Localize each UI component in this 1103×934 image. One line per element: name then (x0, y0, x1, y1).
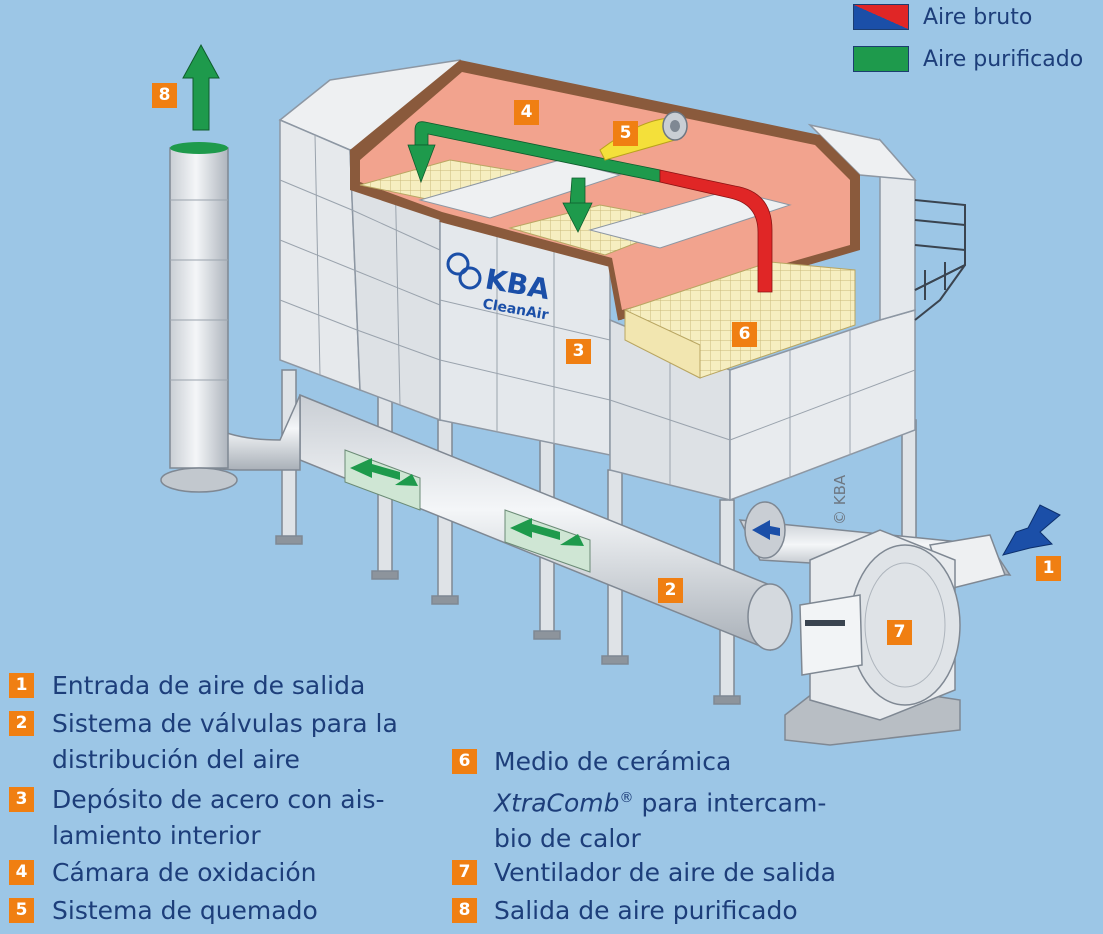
key-item-4-text: Cámara de oxidación (52, 858, 317, 887)
chamber-dividers (418, 159, 792, 321)
key-item-6-line2: XtraComb® para intercam- (494, 780, 826, 821)
key-item-1: Entrada de aire de salida (52, 668, 365, 704)
key-item-2-line2: distribución del aire (52, 745, 300, 774)
key-item-6-line2-rest: para intercam- (633, 788, 827, 818)
xtracomb-name: XtraComb (494, 788, 620, 818)
diagram-badge-5: 5 (613, 121, 638, 146)
platform-railing (914, 199, 966, 321)
legend-raw-air: Aire bruto (853, 4, 1032, 30)
copyright-text: © KBA (831, 474, 849, 525)
oxidation-chamber (350, 60, 860, 320)
diagram-badge-8: 8 (152, 83, 177, 108)
diagram-badge-1: 1 (1036, 556, 1061, 581)
outlet-arrow (182, 43, 220, 131)
diagram-badge-6: 6 (732, 322, 757, 347)
chamber-airflow (407, 121, 773, 293)
key-item-7: Ventilador de aire de salida (494, 855, 836, 891)
legend-purified-air: Aire purificado (853, 46, 1083, 72)
valve-airflow-arrows (350, 458, 584, 546)
housing-left (278, 59, 461, 422)
key-item-3-line2: lamiento interior (52, 821, 261, 850)
raw-air-swatch (853, 4, 909, 30)
inlet-arrow (1001, 504, 1061, 556)
key-item-1-text: Entrada de aire de salida (52, 671, 366, 700)
legend-raw-air-label: Aire bruto (923, 4, 1033, 30)
key-item-5-text: Sistema de quemado (52, 896, 318, 925)
key-item-6: Medio de cerámica XtraComb® para interca… (494, 744, 826, 857)
key-item-6-line1: Medio de cerámica (494, 747, 732, 776)
key-badge-8: 8 (452, 898, 477, 923)
exhaust-stack (160, 142, 301, 493)
key-item-2: Sistema de válvulas para la distribución… (52, 706, 398, 778)
key-badge-2: 2 (9, 711, 34, 736)
key-badge-4: 4 (9, 860, 34, 885)
key-item-8: Salida de aire purificado (494, 893, 798, 929)
key-item-5: Sistema de quemado (52, 893, 318, 929)
key-item-3: Depósito de acero con ais- lamiento inte… (52, 782, 385, 854)
key-item-4: Cámara de oxidación (52, 855, 316, 891)
diagram-badge-3: 3 (566, 339, 591, 364)
key-item-6-line3: bio de calor (494, 824, 641, 854)
diagram-badge-7: 7 (887, 620, 912, 645)
exhaust-fan (784, 529, 961, 746)
key-badge-1: 1 (9, 673, 34, 698)
key-badge-5: 5 (9, 898, 34, 923)
key-item-2-line1: Sistema de válvulas para la (52, 709, 398, 738)
key-item-8-text: Salida de aire purificado (494, 896, 798, 925)
purified-air-swatch (853, 46, 909, 72)
key-badge-7: 7 (452, 860, 477, 885)
key-item-7-text: Ventilador de aire de salida (494, 858, 836, 887)
legend-purified-air-label: Aire purificado (923, 46, 1084, 72)
diagram-badge-4: 4 (514, 100, 539, 125)
key-item-3-line1: Depósito de acero con ais- (52, 785, 385, 814)
registered-mark: ® (619, 790, 634, 806)
diagram-badge-2: 2 (658, 578, 683, 603)
key-badge-6: 6 (452, 749, 477, 774)
key-badge-3: 3 (9, 787, 34, 812)
